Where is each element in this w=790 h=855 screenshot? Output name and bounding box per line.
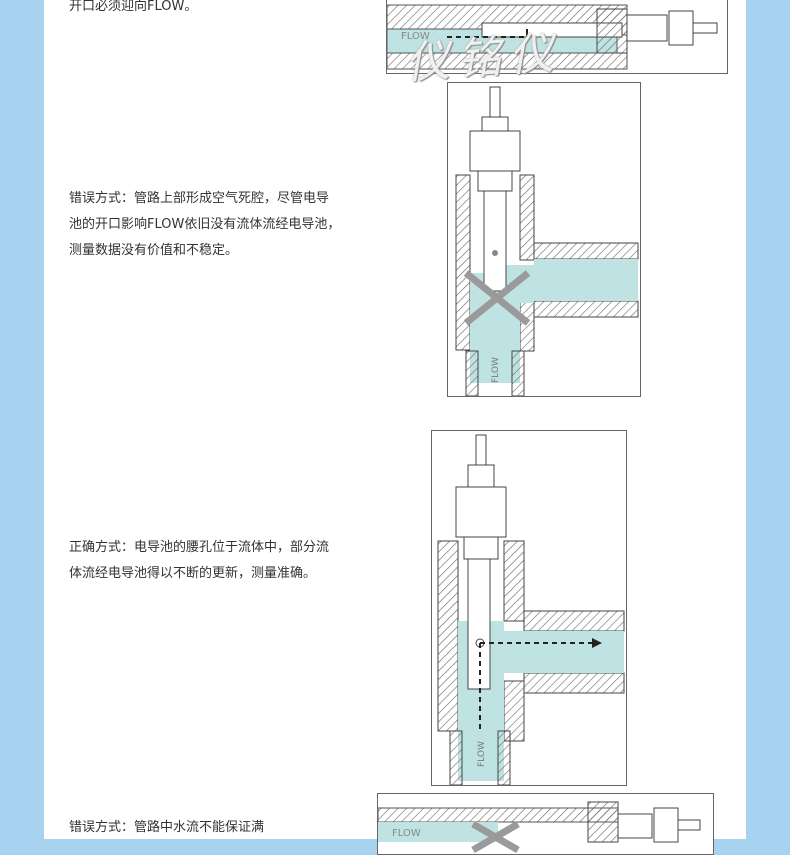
flow-label-1: FLOW <box>401 31 430 42</box>
watermark: 仪铭仪 <box>403 27 563 90</box>
paragraph-correct-method: 正确方式：电导池的腰孔位于流体中，部分流体流经电导池得以不断的更新，测量准确。 <box>69 540 330 581</box>
figure-wrong-not-full: FLOW <box>377 793 714 855</box>
paragraph-wrong-not-full: 错误方式：管路中水流不能保证满 <box>69 820 265 835</box>
diagram-horizontal-partial: FLOW <box>378 801 701 854</box>
figure-wrong-air-pocket: FLOW <box>447 82 641 397</box>
figure-correct-method: FLOW <box>431 430 627 786</box>
diagram-tee-upward: FLOW <box>455 86 639 396</box>
flow-label-4: FLOW <box>392 828 421 839</box>
flow-label-3: FLOW <box>477 741 487 767</box>
paragraph-wrong-air-pocket: 错误方式：管路上部形成空气死腔，尽管电导池的开口影响FLOW依旧没有流体流经电导… <box>69 191 341 258</box>
diagram-tee-correct: FLOW <box>437 434 625 785</box>
diagram-horizontal-pipe: FLOW <box>387 4 718 70</box>
paragraph-intro-tail: 开口必须迎向FLOW。 <box>69 0 198 14</box>
figure-horizontal-correct: FLOW <box>386 0 728 74</box>
flow-label-2: FLOW <box>491 357 501 383</box>
